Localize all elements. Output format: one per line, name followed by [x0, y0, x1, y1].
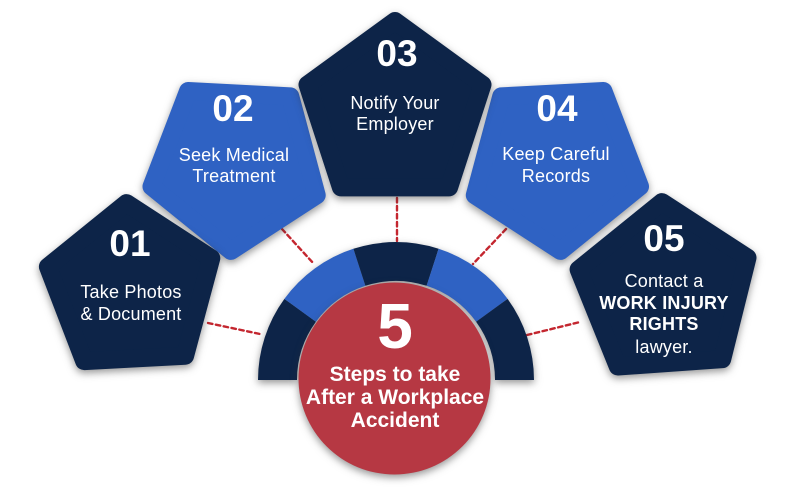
connector-step-05: [525, 320, 582, 337]
connector-lines: [206, 188, 582, 337]
step-05-label-line-1: Contact a: [625, 271, 705, 291]
step-03-group: 03 Notify Your Employer: [298, 12, 492, 197]
center-number: 5: [377, 290, 413, 362]
step-05-label-line-4: lawyer.: [635, 337, 692, 357]
step-04-group: 04 Keep Careful Records: [465, 82, 649, 260]
step-01-number: 01: [109, 223, 150, 264]
center-circle: [298, 282, 491, 475]
step-04-number: 04: [536, 88, 578, 129]
step-05-label-line-2: WORK INJURY: [599, 293, 729, 313]
step-05-pentagon: [569, 193, 757, 376]
step-02-pentagon: [142, 82, 326, 260]
step-03-label-line-2: Employer: [356, 114, 434, 134]
step-04-pentagon: [465, 82, 649, 260]
step-02-label-line-1: Seek Medical: [179, 145, 289, 165]
step-02-label-line-2: Treatment: [192, 166, 275, 186]
center-title-line-1: Steps to take: [330, 363, 461, 386]
step-01-label-line-1: Take Photos: [80, 282, 181, 302]
step-05-group: 05 Contact a WORK INJURY RIGHTS lawyer.: [569, 193, 757, 376]
step-03-number: 03: [376, 33, 417, 74]
center-title-line-3: Accident: [351, 409, 440, 432]
center-title-line-2: After a Workplace: [306, 386, 484, 409]
center-arc-ring: [258, 242, 534, 380]
step-05-label-line-3: RIGHTS: [629, 314, 698, 334]
ring-segment-3: [353, 242, 439, 286]
connector-step-01: [206, 321, 262, 336]
ring-segment-4: [426, 248, 508, 322]
ring-segment-5: [476, 298, 534, 380]
center-circle-group: 5 Steps to take After a Workplace Accide…: [298, 282, 491, 475]
step-02-group: 02 Seek Medical Treatment: [142, 82, 326, 260]
step-03-label-line-1: Notify Your: [350, 93, 439, 113]
step-05-number: 05: [643, 218, 684, 259]
connector-step-04: [471, 227, 508, 266]
step-01-group: 01 Take Photos & Document: [38, 194, 221, 371]
ring-segment-2: [284, 248, 366, 322]
step-02-number: 02: [212, 88, 253, 129]
connector-step-02: [280, 227, 316, 266]
ring-segment-1: [258, 298, 316, 380]
step-03-pentagon: [298, 12, 492, 197]
step-04-label-line-2: Records: [522, 166, 590, 186]
step-04-label-line-1: Keep Careful: [502, 144, 609, 164]
step-01-pentagon: [38, 194, 221, 371]
step-01-label-line-2: & Document: [80, 304, 181, 324]
